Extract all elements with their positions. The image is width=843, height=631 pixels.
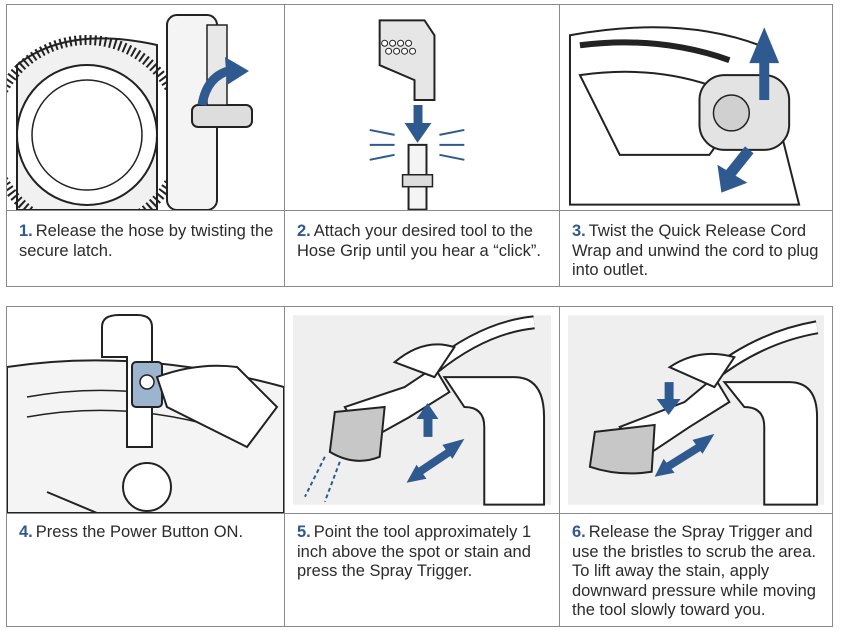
- tool-attach-icon: [369, 19, 465, 210]
- step-6: 6.Release the Spray Trigger and use the …: [559, 307, 832, 626]
- step-5-caption: 5.Point the tool approximately 1 inch ab…: [297, 523, 553, 582]
- spray-trigger-illustration: [285, 307, 559, 514]
- step-text: Release the Spray Trigger and use the br…: [572, 523, 816, 619]
- hose-latch-illustration: [7, 5, 284, 211]
- step-2-caption: 2.Attach your desired tool to the Hose G…: [297, 222, 553, 261]
- step-3: 3.Twist the Quick Release Cord Wrap and …: [559, 5, 832, 286]
- step-1: 1.Release the hose by twisting the secur…: [7, 5, 284, 286]
- step-4: 4.Press the Power Button ON.: [7, 307, 284, 626]
- tool-attach-illustration: [285, 5, 559, 211]
- scrub-illustration: [560, 307, 832, 514]
- step-6-caption: 6.Release the Spray Trigger and use the …: [572, 523, 826, 621]
- step-number: 1.: [19, 222, 33, 240]
- scrub-icon: [567, 315, 825, 506]
- cord-wrap-icon: [568, 26, 801, 206]
- hose-latch-icon: [7, 14, 253, 210]
- step-text: Point the tool approximately 1 inch abov…: [297, 523, 532, 580]
- step-3-caption: 3.Twist the Quick Release Cord Wrap and …: [572, 222, 826, 281]
- step-text: Attach your desired tool to the Hose Gri…: [297, 222, 541, 260]
- step-text: Press the Power Button ON.: [35, 523, 244, 541]
- spray-trigger-icon: [292, 315, 552, 506]
- steps-panel-bottom: 4.Press the Power Button ON.: [6, 306, 833, 627]
- steps-panel-top: 1.Release the hose by twisting the secur…: [6, 4, 833, 287]
- step-number: 5.: [297, 523, 311, 541]
- step-1-caption: 1.Release the hose by twisting the secur…: [19, 222, 278, 261]
- power-button-illustration: [7, 307, 284, 514]
- power-button-icon: [7, 314, 284, 513]
- step-5: 5.Point the tool approximately 1 inch ab…: [284, 307, 559, 626]
- step-text: Twist the Quick Release Cord Wrap and un…: [572, 222, 819, 279]
- step-2: 2.Attach your desired tool to the Hose G…: [284, 5, 559, 286]
- step-number: 6.: [572, 523, 586, 541]
- step-number: 4.: [19, 523, 33, 541]
- cord-wrap-illustration: [560, 5, 832, 211]
- step-number: 2.: [297, 222, 311, 240]
- step-text: Release the hose by twisting the secure …: [19, 222, 274, 260]
- step-number: 3.: [572, 222, 586, 240]
- step-4-caption: 4.Press the Power Button ON.: [19, 523, 278, 543]
